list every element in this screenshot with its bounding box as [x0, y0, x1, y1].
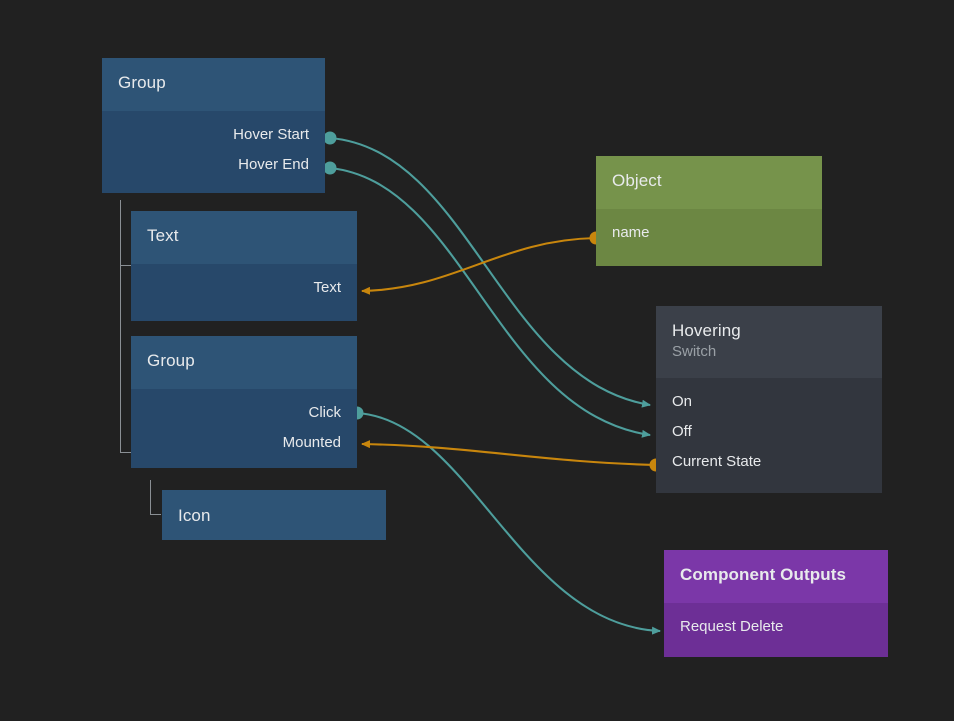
tree-guide-branch-group: [120, 452, 131, 454]
port-row-hover-start[interactable]: Hover Start: [102, 119, 325, 149]
port-label: Off: [672, 422, 692, 440]
node-icon[interactable]: Icon: [162, 490, 386, 540]
node-body: Click Mounted: [131, 389, 357, 468]
node-hovering-switch[interactable]: Hovering Switch On Off Current State: [656, 306, 882, 493]
node-title: Group: [118, 73, 166, 92]
port-row-request-delete[interactable]: Request Delete: [664, 611, 888, 641]
port-label: Request Delete: [680, 617, 784, 635]
node-title: Component Outputs: [680, 565, 847, 584]
node-header[interactable]: Group: [131, 336, 357, 389]
node-title: Text: [147, 226, 179, 245]
node-title: Icon: [178, 505, 211, 525]
wire-name-to-text: [361, 236, 597, 295]
node-title: Hovering: [672, 321, 741, 340]
port-row-click[interactable]: Click: [131, 397, 357, 427]
node-header[interactable]: Component Outputs: [664, 550, 888, 603]
port-label: Hover End: [238, 155, 309, 173]
tree-guide-icon-trunk: [150, 480, 152, 515]
tree-guide-branch-text: [120, 265, 131, 267]
port-dot-hover-start[interactable]: [323, 131, 337, 145]
port-label: name: [612, 223, 650, 241]
port-row-hover-end[interactable]: Hover End: [102, 149, 325, 179]
node-header[interactable]: Text: [131, 211, 357, 264]
port-row-off[interactable]: Off: [656, 416, 882, 446]
tree-guide-root-trunk: [120, 200, 122, 453]
port-row-on[interactable]: On: [656, 386, 882, 416]
node-title: Group: [147, 351, 195, 370]
port-dot-hover-end[interactable]: [323, 161, 337, 175]
node-component-outputs[interactable]: Component Outputs Request Delete: [664, 550, 888, 657]
node-body: On Off Current State: [656, 378, 882, 493]
port-row-object-name[interactable]: name: [596, 217, 822, 247]
node-text[interactable]: Text Text: [131, 211, 357, 321]
node-body: name: [596, 209, 822, 266]
node-header[interactable]: Group: [102, 58, 325, 111]
port-label: Text: [313, 278, 341, 296]
port-label: Click: [308, 403, 342, 421]
node-body: Hover Start Hover End: [102, 111, 325, 193]
port-label: Hover Start: [233, 125, 309, 143]
node-header[interactable]: Icon: [162, 490, 386, 540]
node-subtitle: Switch: [672, 343, 717, 360]
wire-click-to-request-delete: [356, 411, 661, 635]
port-row-current-state[interactable]: Current State: [656, 446, 882, 476]
node-object[interactable]: Object name: [596, 156, 822, 266]
port-row-text-input[interactable]: Text: [131, 272, 357, 302]
node-body: Request Delete: [664, 603, 888, 657]
port-label: Current State: [672, 452, 762, 470]
node-header[interactable]: Object: [596, 156, 822, 209]
port-label: On: [672, 392, 693, 410]
node-title: Object: [612, 171, 662, 190]
port-label: Mounted: [282, 433, 341, 451]
wire-current-state-to-mounted: [361, 440, 657, 467]
node-group-child[interactable]: Group Click Mounted: [131, 336, 357, 468]
node-header[interactable]: Hovering Switch: [656, 306, 882, 378]
node-body: Text: [131, 264, 357, 321]
tree-guide-branch-icon: [150, 514, 161, 516]
node-group-root[interactable]: Group Hover Start Hover End: [102, 58, 325, 193]
port-row-mounted[interactable]: Mounted: [131, 427, 357, 457]
